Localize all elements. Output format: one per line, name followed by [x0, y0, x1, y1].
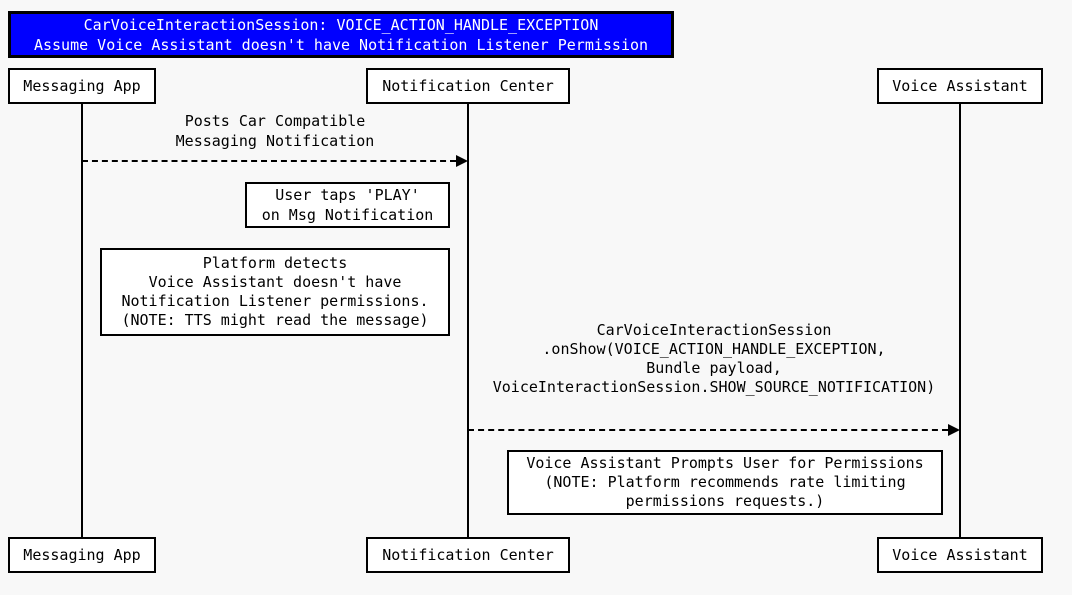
diagram-title-line-1: CarVoiceInteractionSession: VOICE_ACTION…	[83, 15, 599, 34]
message-posts-notification-line-2: Messaging Notification	[175, 132, 375, 150]
lifeline-voice-assistant	[959, 104, 961, 537]
note-prompts-permissions-line-2: (NOTE: Platform recommends rate limiting	[544, 473, 906, 491]
lifeline-messaging-app	[81, 104, 83, 537]
note-platform-detects-line-2: Voice Assistant doesn't have	[148, 273, 402, 291]
diagram-title-box: CarVoiceInteractionSession: VOICE_ACTION…	[8, 11, 674, 58]
message-posts-notification-arrow-line	[82, 160, 456, 162]
actor-bottom-messaging-app: Messaging App	[8, 537, 156, 573]
message-onshow-line-1: CarVoiceInteractionSession	[596, 321, 832, 339]
actor-bottom-voice-assistant: Voice Assistant	[877, 537, 1043, 573]
note-prompts-permissions: Voice Assistant Prompts User for Permiss…	[507, 450, 943, 515]
message-posts-notification-label: Posts Car Compatible Messaging Notificat…	[82, 111, 468, 151]
message-onshow-arrowhead-icon	[948, 424, 960, 436]
actor-top-notification-center: Notification Center	[366, 68, 570, 104]
note-platform-detects: Platform detects Voice Assistant doesn't…	[100, 248, 450, 336]
note-platform-detects-line-3: Notification Listener permissions.	[121, 292, 429, 310]
note-platform-detects-line-1: Platform detects	[202, 254, 348, 272]
message-posts-notification-arrowhead-icon	[456, 155, 468, 167]
message-onshow-label: CarVoiceInteractionSession .onShow(VOICE…	[468, 321, 960, 397]
note-user-taps-play: User taps 'PLAY' on Msg Notification	[245, 182, 450, 228]
message-onshow-line-2: .onShow(VOICE_ACTION_HANDLE_EXCEPTION,	[542, 340, 886, 358]
note-platform-detects-line-4: (NOTE: TTS might read the message)	[121, 311, 429, 329]
actor-top-voice-assistant: Voice Assistant	[877, 68, 1043, 104]
message-onshow-arrow-line	[468, 429, 948, 431]
note-prompts-permissions-line-1: Voice Assistant Prompts User for Permiss…	[526, 454, 924, 472]
message-onshow-line-4: VoiceInteractionSession.SHOW_SOURCE_NOTI…	[492, 378, 936, 396]
diagram-title-line-2: Assume Voice Assistant doesn't have Noti…	[33, 35, 649, 54]
message-onshow-line-3: Bundle payload,	[646, 359, 782, 377]
note-prompts-permissions-line-3: permissions requests.)	[625, 492, 825, 510]
actor-bottom-notification-center: Notification Center	[366, 537, 570, 573]
actor-top-messaging-app: Messaging App	[8, 68, 156, 104]
note-user-taps-play-line-2: on Msg Notification	[261, 206, 434, 224]
note-user-taps-play-line-1: User taps 'PLAY'	[275, 186, 420, 204]
message-posts-notification-line-1: Posts Car Compatible	[184, 112, 366, 130]
lifeline-notification-center	[467, 104, 469, 537]
